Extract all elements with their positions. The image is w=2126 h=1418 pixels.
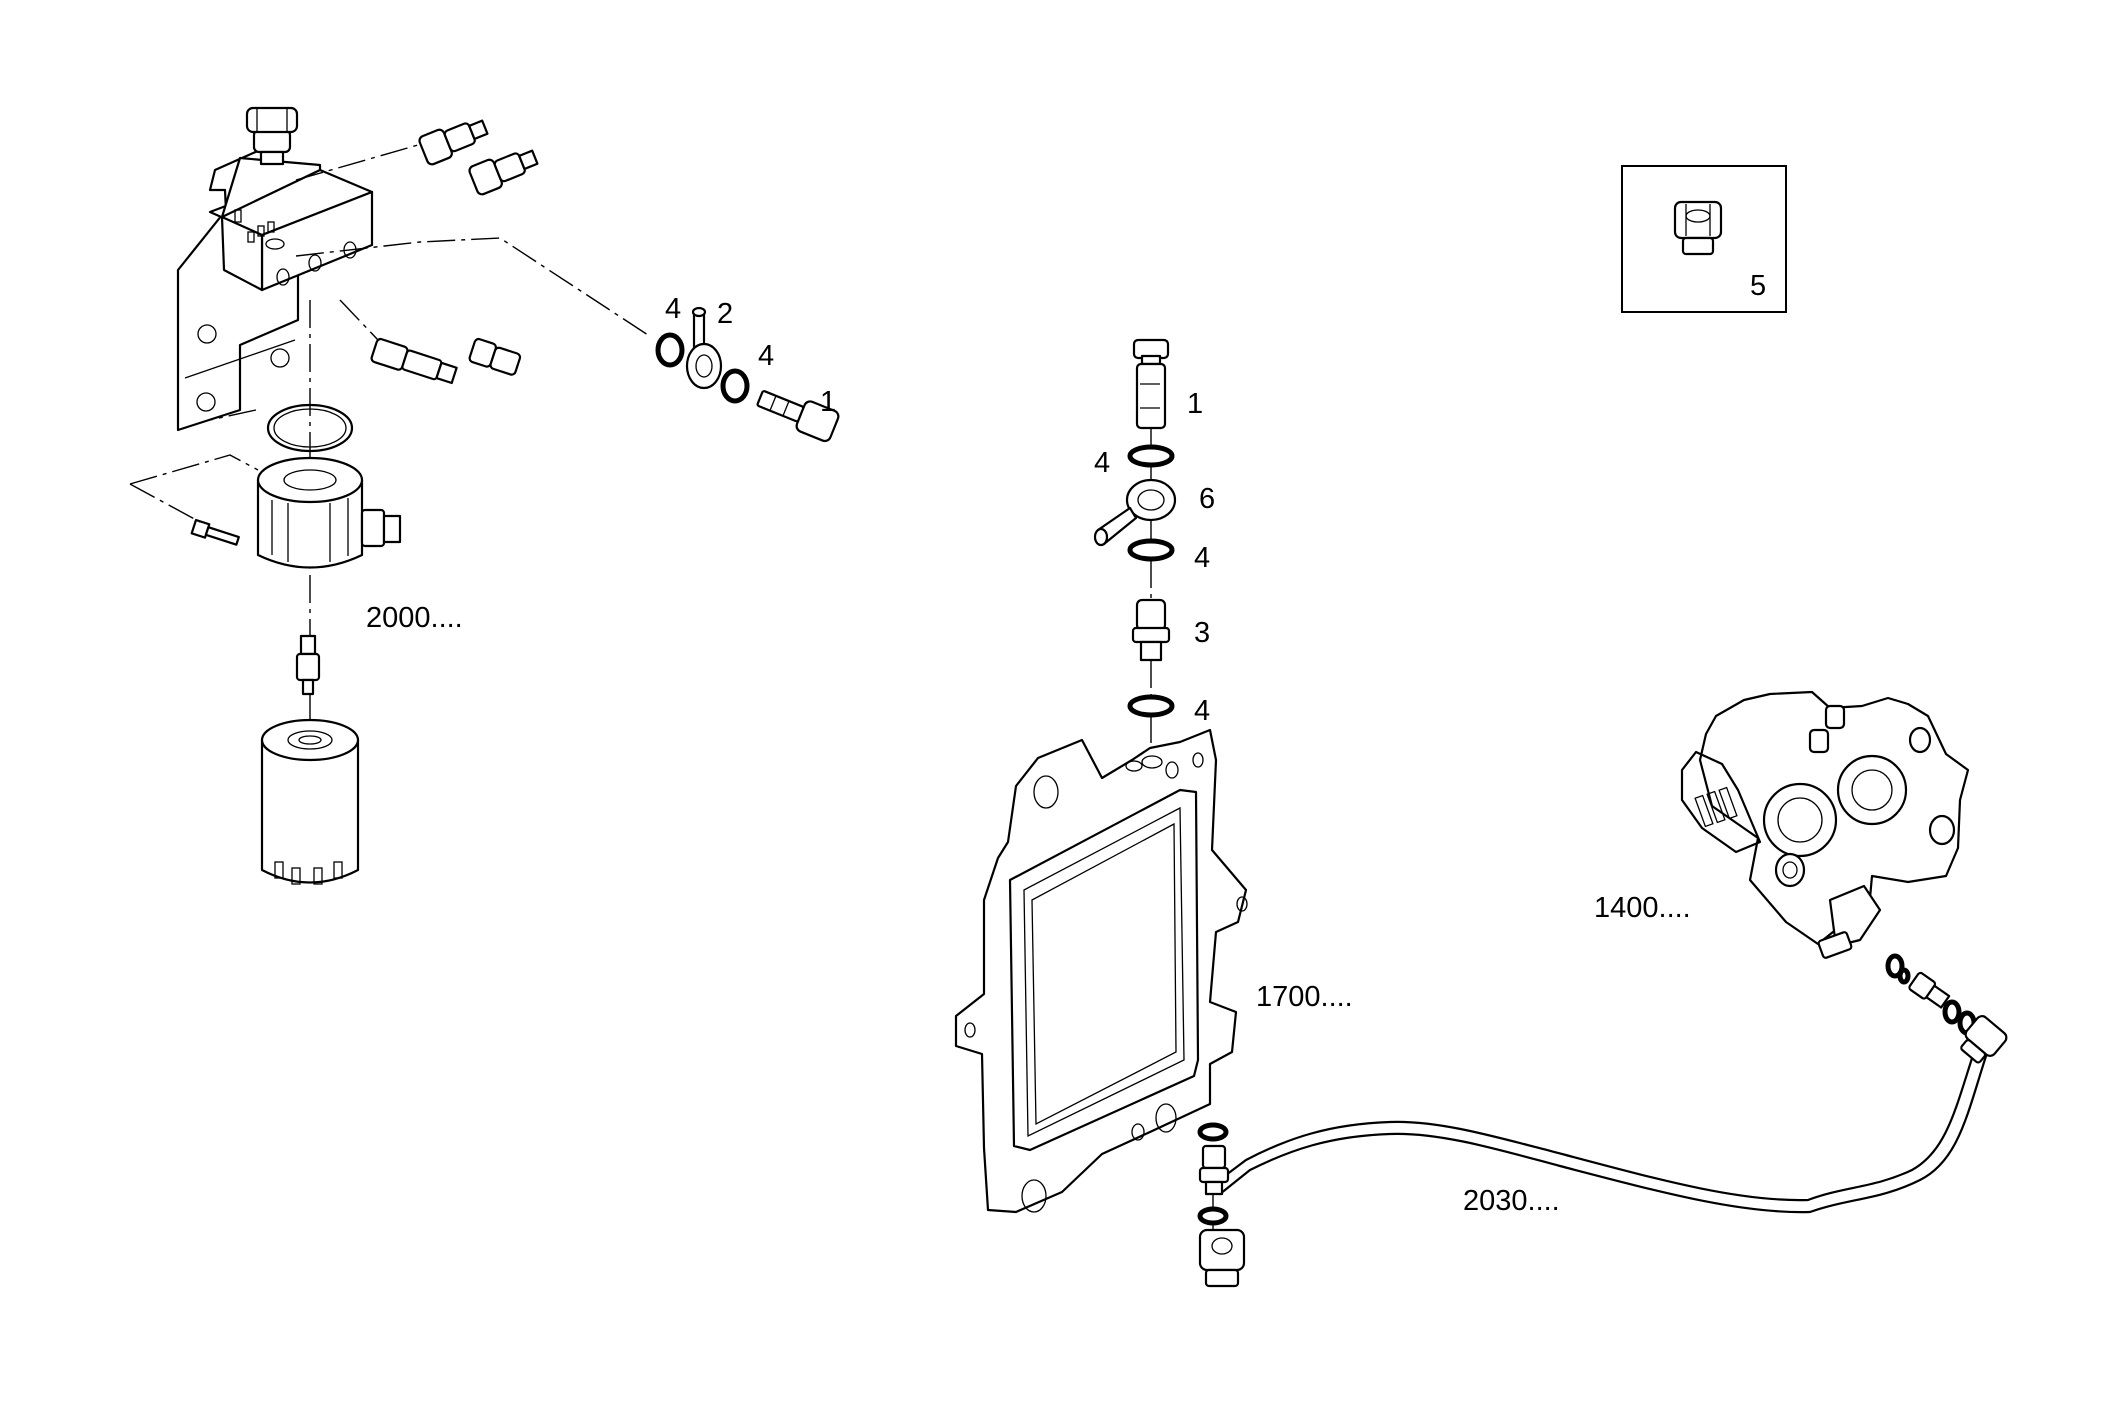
callout-4-stack-washer-top: 4 bbox=[1094, 447, 1110, 479]
pipe-end-fittings bbox=[1197, 1122, 1230, 1230]
callout-1-banjo-bolt: 1 bbox=[820, 386, 836, 418]
fuel-filter-cartridge bbox=[260, 718, 360, 885]
callout-2-banjo-fitting: 2 bbox=[717, 298, 733, 330]
banjo-fitting-2 bbox=[685, 306, 723, 390]
fuel-pipe-2030 bbox=[1198, 1015, 2008, 1288]
assembly-label-2030: 2030.... bbox=[1463, 1185, 1560, 1217]
assembly-label-2000: 2000.... bbox=[366, 602, 463, 634]
leader-lines-left bbox=[129, 144, 649, 720]
callout-5-detail-box: 5 bbox=[1750, 270, 1766, 302]
side-fitting-upper bbox=[418, 119, 489, 166]
callout-4-washer-left: 4 bbox=[665, 293, 681, 325]
banjo-washer-4a bbox=[655, 332, 685, 368]
callout-4-stack-washer-bottom: 4 bbox=[1194, 695, 1210, 727]
stack-bolt-1 bbox=[1132, 338, 1170, 430]
filter-housing bbox=[256, 456, 402, 569]
stack-washer-4e bbox=[1127, 694, 1175, 718]
high-pressure-pump-1400 bbox=[1680, 690, 1970, 959]
control-unit-1700 bbox=[954, 728, 1248, 1214]
temperature-sensor bbox=[370, 337, 458, 385]
top-vertical-fitting bbox=[245, 106, 299, 166]
callout-4-washer-right: 4 bbox=[758, 340, 774, 372]
side-fitting-upper-2 bbox=[468, 149, 539, 196]
banjo-washer-4b bbox=[720, 368, 750, 404]
assembly-label-1400: 1400.... bbox=[1594, 892, 1691, 924]
side-plug-fitting bbox=[468, 337, 522, 376]
banjo-bolt-1 bbox=[756, 390, 840, 443]
callout-6-stack-banjo: 6 bbox=[1199, 483, 1215, 515]
pump-fittings bbox=[1885, 953, 1977, 1036]
callout-3-stack-nipple: 3 bbox=[1194, 617, 1210, 649]
stack-banjo-6 bbox=[1093, 478, 1177, 547]
housing-bolt bbox=[190, 518, 240, 546]
callout-4-stack-washer-mid: 4 bbox=[1194, 542, 1210, 574]
filter-head-bracket bbox=[176, 148, 374, 432]
stack-washer-4d bbox=[1127, 538, 1175, 562]
filter-stud bbox=[295, 634, 321, 696]
stack-washer-4c bbox=[1127, 444, 1175, 468]
detail-box-5 bbox=[1621, 165, 1787, 313]
assembly-label-1700: 1700.... bbox=[1256, 981, 1353, 1013]
callout-1-stack-bolt: 1 bbox=[1187, 388, 1203, 420]
stack-nipple-3 bbox=[1131, 598, 1171, 662]
